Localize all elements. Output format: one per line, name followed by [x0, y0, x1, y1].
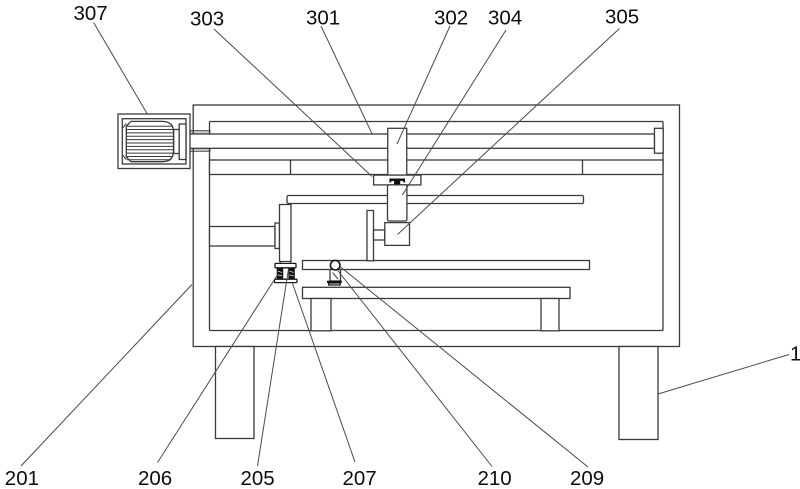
svg-text:301: 301: [306, 6, 340, 29]
svg-text:201: 201: [5, 467, 39, 489]
svg-text:207: 207: [343, 467, 377, 489]
svg-text:303: 303: [190, 7, 224, 30]
svg-text:205: 205: [241, 467, 275, 489]
svg-text:304: 304: [488, 6, 522, 29]
svg-text:209: 209: [570, 467, 604, 489]
svg-text:210: 210: [478, 467, 512, 489]
svg-text:307: 307: [74, 2, 108, 25]
svg-text:206: 206: [138, 467, 172, 489]
svg-text:1: 1: [790, 342, 800, 365]
svg-text:302: 302: [434, 6, 468, 29]
svg-text:305: 305: [605, 5, 639, 28]
